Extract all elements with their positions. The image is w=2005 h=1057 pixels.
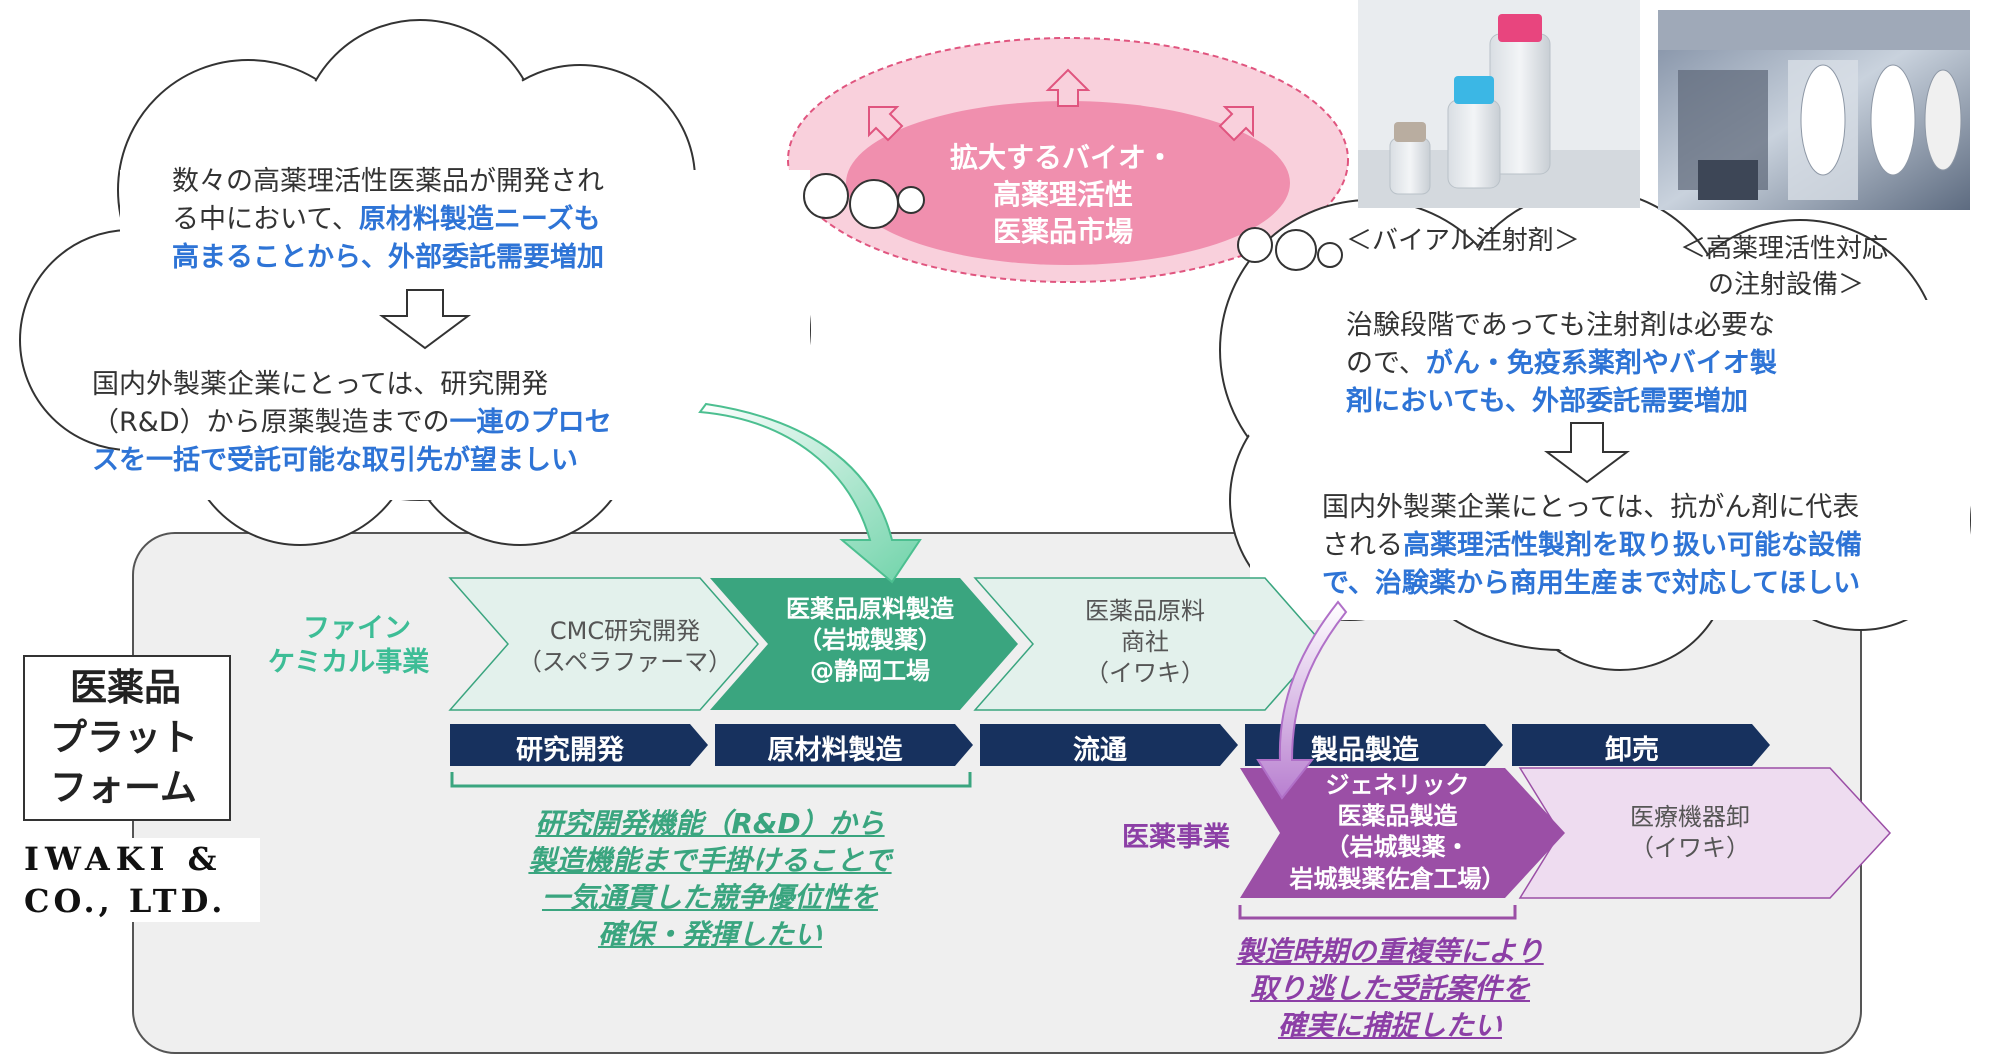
chevron-raw-trading-label: 医薬品原料 商社 （イワキ）	[1035, 596, 1255, 690]
chevron-raw-material-line2: （岩城製薬）	[798, 626, 942, 655]
left-cloud-top-line2: る中において、原材料製造ニーズも	[172, 202, 601, 238]
right-cloud-bottom-line1: 国内外製薬企業にとっては、抗がん剤に代表	[1322, 492, 1860, 523]
fine-chemical-label-line1: ファイン	[303, 613, 411, 644]
chevron-medical-device-line2: （イワキ）	[1630, 834, 1750, 863]
green-note: 研究開発機能（R&D）から 製造機能まで手掛けることで 一気通貫した競争優位性を…	[470, 806, 950, 954]
vial-photo	[1358, 0, 1640, 208]
chevron-medical-device-line1: 医療機器卸	[1630, 803, 1750, 831]
chevron-cmc-rd-line2: （スペラファーマ）	[517, 648, 733, 677]
equipment-photo	[1658, 10, 1970, 210]
green-bracket	[450, 772, 972, 788]
right-cloud-top-line2-emph: がん・免疫系薬剤やバイオ製	[1425, 348, 1777, 379]
green-note-line2: 製造機能まで手掛けることで	[528, 843, 892, 877]
left-cloud-top-line3: 高まることから、外部委託需要増加	[172, 242, 604, 273]
platform-title-line2: プラット	[50, 716, 198, 759]
fine-chemical-label-line2: ケミカル事業	[268, 647, 430, 678]
green-note-line3: 一気通貫した競争優位性を	[541, 880, 878, 914]
purple-note-line3: 確実に捕捉したい	[1277, 1008, 1502, 1042]
value-chain-raw-material: 原材料製造	[767, 735, 903, 766]
green-note-line4: 確保・発揮したい	[597, 917, 822, 951]
right-thought-dot-1	[1237, 227, 1273, 263]
equipment-caption-line1: ＜高薬理活性対応	[1680, 234, 1889, 264]
purple-note-line2: 取り逃した受託案件を	[1249, 971, 1530, 1005]
purple-curved-arrow-icon	[1256, 600, 1348, 800]
chevron-generic	[1240, 768, 1565, 898]
vial-caption: ＜バイアル注射剤＞	[1346, 226, 1580, 256]
value-chain-rd: 研究開発	[516, 735, 624, 766]
left-cloud-top-line2-emph: 原材料製造ニーズも	[358, 204, 601, 235]
right-cloud-top-line2-plain: ので、	[1346, 348, 1426, 379]
market-bubble-line1: 拡大するバイオ・	[950, 141, 1175, 174]
platform-title-line1: 医薬品	[70, 666, 181, 709]
right-cloud-top-line2: ので、がん・免疫系薬剤やバイオ製	[1346, 346, 1777, 382]
left-cloud-bottom-line2-plain: （R&D）から原薬製造までの	[92, 407, 450, 438]
right-cloud-bottom-line3: で、治験薬から商用生産まで対応してほしい	[1322, 568, 1861, 599]
right-cloud-bottom-line2-emph: 高薬理活性製剤を取り扱い可能な設備	[1403, 530, 1862, 561]
chevron-cmc-rd	[448, 577, 759, 711]
value-chain	[450, 724, 1770, 766]
left-down-arrow-icon	[378, 289, 472, 350]
left-cloud-fill	[22, 22, 810, 543]
left-cloud-bottom-line2-emph: 一連のプロセ	[449, 407, 612, 438]
chevron-raw-material-line3: @静岡工場	[810, 657, 930, 686]
chevron-generic-line1: ジェネリック	[1325, 771, 1470, 799]
left-cloud-top-line2-plain: る中において、	[172, 204, 359, 235]
right-cloud-top-line1: 治験段階であっても注射剤は必要な	[1346, 310, 1776, 341]
market-bubble-line3: 医薬品市場	[993, 215, 1134, 248]
company-logo-box	[20, 838, 260, 922]
chevron-raw-material-label: 医薬品原料製造 （岩城製薬） @静岡工場	[760, 594, 980, 688]
value-chain-distribution: 流通	[1073, 735, 1127, 766]
chevron-raw-trading-line3: （イワキ）	[1085, 659, 1205, 688]
expand-arrow-left-icon	[868, 106, 904, 142]
value-chain-manufacturing: 製品製造	[1311, 735, 1419, 766]
right-thought-dot-3	[1317, 242, 1343, 268]
chevron-cmc-rd-line1: CMC研究開発	[549, 617, 701, 645]
value-chain-wholesale: 卸売	[1605, 735, 1659, 766]
expand-arrow-up-icon	[1045, 68, 1091, 107]
chevron-raw-material-line1: 医薬品原料製造	[786, 595, 954, 623]
left-thought-dot-2	[849, 179, 899, 229]
platform-title-line3: フォーム	[50, 766, 197, 809]
company-logo-line2: CO., LTD.	[24, 882, 227, 920]
chevron-generic-line3: （岩城製薬・	[1325, 833, 1470, 862]
left-thought-dot-1	[803, 173, 849, 219]
company-logo-line1: IWAKI &	[24, 840, 223, 878]
market-bubble-line2: 高薬理活性	[993, 178, 1134, 211]
purple-note: 製造時期の重複等により 取り逃した受託案件を 確実に捕捉したい	[1170, 934, 1610, 1045]
pharma-label: 医薬事業	[1122, 822, 1230, 853]
left-cloud-top-line1: 数々の高薬理活性医薬品が開発され	[172, 166, 604, 197]
chevron-raw-material	[710, 578, 1018, 710]
green-note-line1: 研究開発機能（R&D）から	[535, 807, 885, 840]
right-cloud-bottom-line2-plain: される	[1322, 530, 1403, 561]
chevron-raw-trading-line1: 医薬品原料	[1085, 597, 1205, 625]
right-down-arrow-icon	[1544, 422, 1630, 484]
right-thought-dot-2	[1275, 229, 1317, 271]
chevron-generic-line2: 医薬品製造	[1337, 802, 1458, 831]
left-cloud-bottom-line1: 国内外製薬企業にとっては、研究開発	[92, 369, 549, 400]
right-cloud-top-line3: 剤においても、外部委託需要増加	[1346, 386, 1749, 417]
right-cloud-bottom-line2: される高薬理活性製剤を取り扱い可能な設備	[1322, 528, 1862, 564]
equipment-caption-line2: の注射設備＞	[1708, 270, 1865, 300]
vials-image	[1358, 0, 1640, 208]
platform-title-box	[23, 655, 231, 821]
left-cloud-bottom-line3: スを一括で受託可能な取引先が望ましい	[92, 445, 578, 476]
purple-note-line1: 製造時期の重複等により	[1236, 935, 1544, 968]
chevron-medical-device-label: 医療機器卸 （イワキ）	[1570, 802, 1810, 864]
chevron-generic-line4: 岩城製薬佐倉工場）	[1289, 864, 1506, 893]
equipment-image	[1658, 10, 1970, 210]
chevron-cmc-rd-label: CMC研究開発 （スペラファーマ）	[505, 616, 745, 678]
expand-arrow-right-icon	[1218, 106, 1254, 142]
purple-bracket	[1238, 905, 1517, 920]
market-bubble	[846, 101, 1290, 265]
chevron-raw-trading-line2: 商社	[1121, 628, 1169, 657]
green-curved-arrow-icon	[698, 402, 922, 584]
left-thought-dot-3	[897, 186, 925, 214]
left-cloud-bottom-line2: （R&D）から原薬製造までの一連のプロセ	[92, 405, 612, 441]
chevron-generic-label: ジェネリック 医薬品製造 （岩城製薬・ 岩城製薬佐倉工場）	[1275, 770, 1520, 895]
chevron-raw-trading	[973, 577, 1324, 711]
